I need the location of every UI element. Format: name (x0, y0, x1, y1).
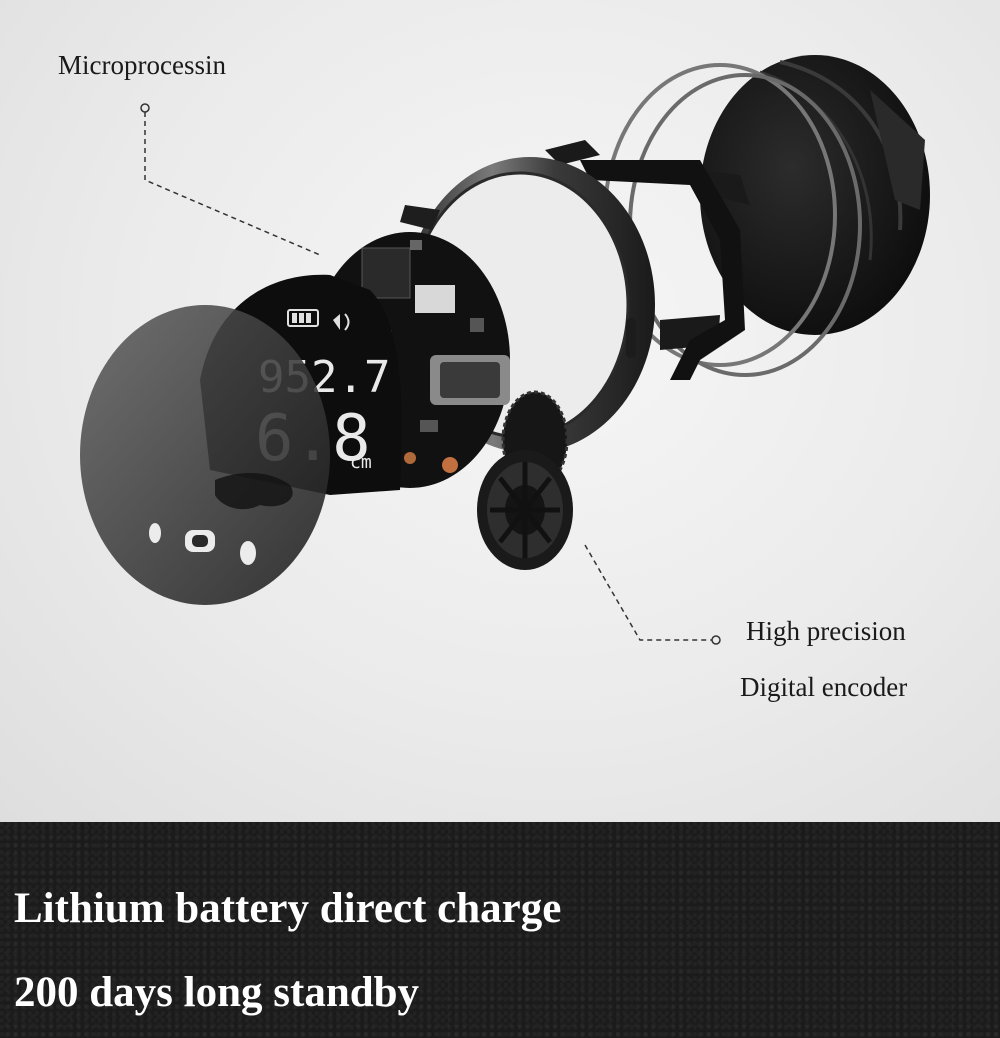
callout-leaders (140, 103, 721, 645)
exploded-device-illustration: 952.7 6.8 cm (80, 55, 930, 645)
banner-subheadline: 200 days long standby (14, 969, 420, 1016)
product-scene: 952.7 6.8 cm (0, 0, 1000, 822)
encoder-label-line1: High precision (746, 616, 906, 646)
display-unit: cm (350, 452, 372, 473)
banner-headline: Lithium battery direct charge (14, 885, 562, 932)
encoder-label-line2: Digital encoder (740, 672, 908, 702)
microprocessor-label: Microprocessin (58, 50, 226, 80)
back-cover (700, 55, 930, 335)
measuring-wheel (477, 450, 573, 570)
feature-banner: Lithium battery direct charge 200 days l… (0, 822, 1000, 1038)
front-lens (80, 305, 330, 605)
